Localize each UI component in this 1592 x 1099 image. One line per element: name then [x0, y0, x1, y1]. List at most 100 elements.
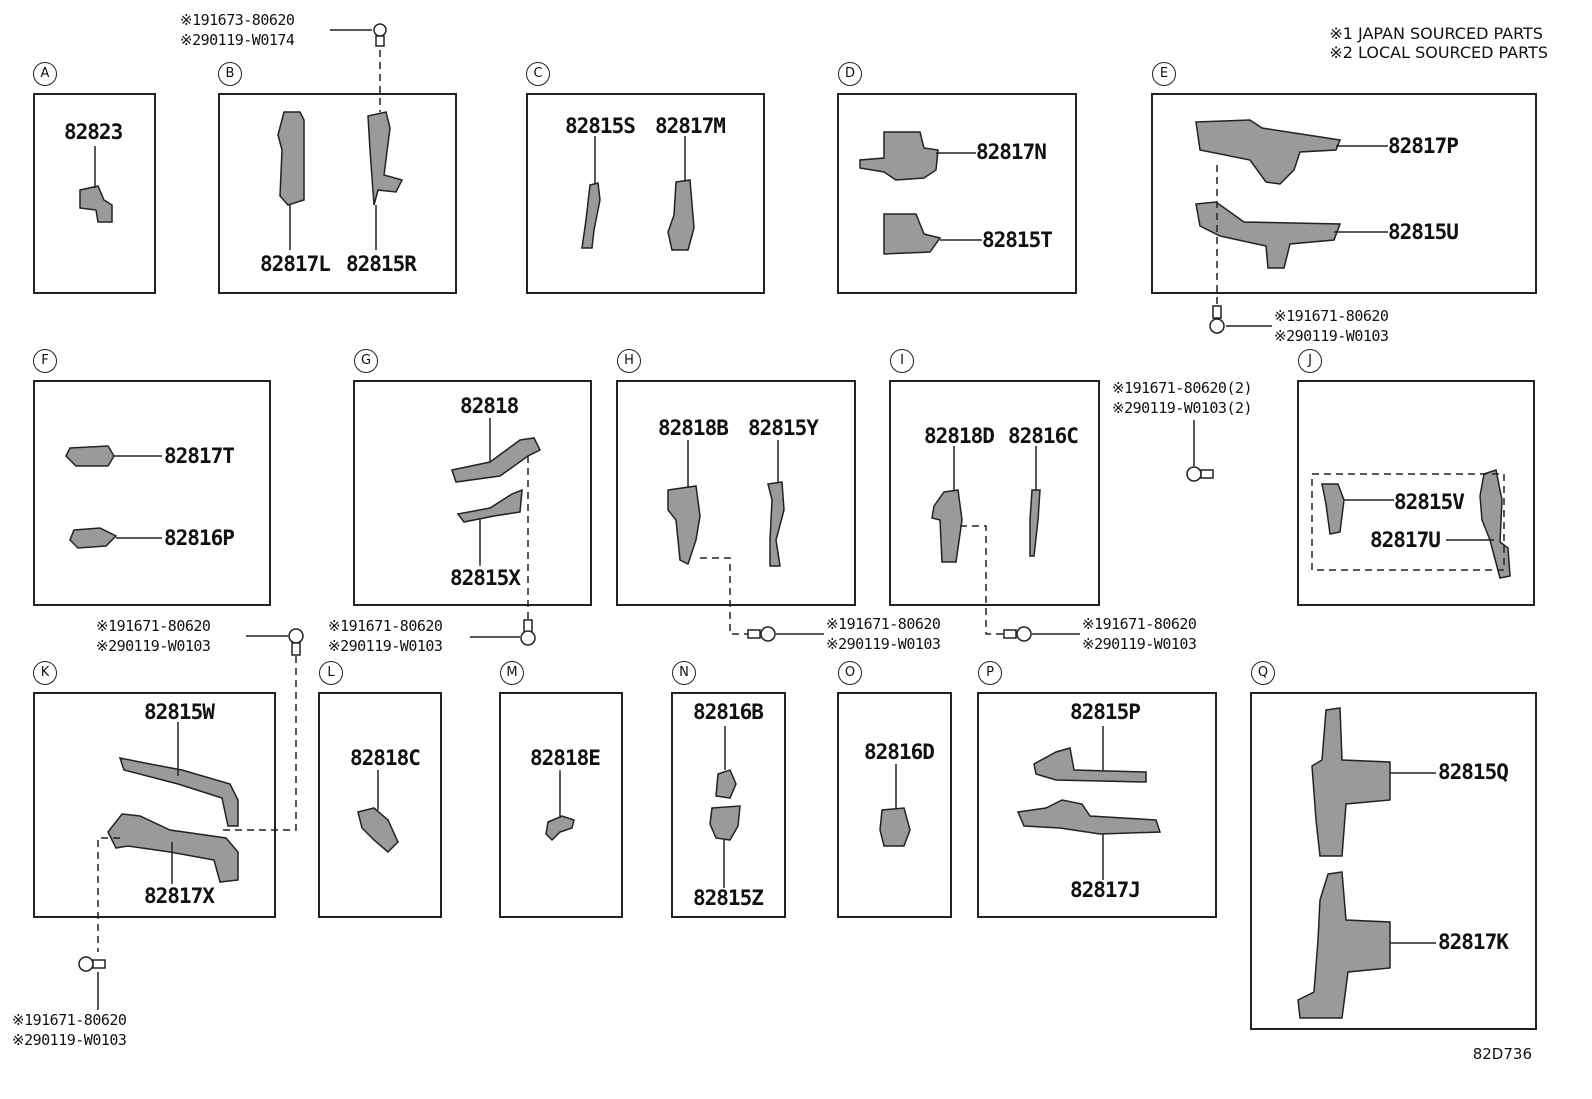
bolt-note-line: ※191671-80620: [1082, 615, 1197, 633]
part-number-82818b: 82818B: [658, 416, 729, 440]
section-badge-m: M: [500, 661, 524, 685]
bolt-note-line: ※290119-W0103: [328, 637, 443, 655]
bolt-i-bottom: [1003, 626, 1032, 642]
bolt-note-line: ※191671-80620: [826, 615, 941, 633]
part-number-82818: 82818: [460, 394, 519, 418]
part-number-82815y: 82815Y: [748, 416, 819, 440]
part-number-82817k: 82817K: [1438, 930, 1509, 954]
part-82815p-shape: [1033, 747, 1147, 783]
part-number-82823: 82823: [64, 120, 123, 144]
section-box-g: [353, 380, 592, 606]
section-box-n: [671, 692, 786, 918]
part-82818-shape: [451, 437, 542, 483]
section-badge-p: P: [978, 661, 1002, 685]
part-82817p-shape: [1195, 119, 1342, 185]
part-82817m-shape: [667, 179, 695, 251]
bolt-note-line: ※191671-80620: [12, 1011, 127, 1029]
diagram-code: 82D736: [1472, 1045, 1532, 1063]
part-number-82815r: 82815R: [346, 252, 417, 276]
section-badge-b: B: [218, 62, 242, 86]
part-number-82816c: 82816C: [1008, 424, 1079, 448]
part-number-82817l: 82817L: [260, 252, 331, 276]
bolt-note-line: ※290119-W0174: [180, 31, 295, 49]
section-badge-c: C: [526, 62, 550, 86]
part-82816d-shape: [879, 807, 911, 847]
part-82815v-shape: [1321, 483, 1345, 535]
part-number-82815x: 82815X: [450, 566, 521, 590]
part-number-82815p: 82815P: [1070, 700, 1141, 724]
bolt-k-bottom: [78, 956, 106, 972]
part-82816p-shape: [69, 527, 118, 549]
bolt-note-k-bottom: ※191671-80620 ※290119-W0103: [12, 1010, 127, 1050]
section-badge-g: G: [354, 349, 378, 373]
part-number-82817n: 82817N: [976, 140, 1047, 164]
section-box-b: [218, 93, 457, 294]
section-box-h: [616, 380, 856, 606]
bolt-note-line: ※191671-80620: [328, 617, 443, 635]
part-number-82816p: 82816P: [164, 526, 235, 550]
bolt-note-line: ※290119-W0103: [12, 1031, 127, 1049]
part-82817l-shape: [277, 111, 305, 206]
section-box-i: [889, 380, 1100, 606]
section-box-l: [318, 692, 442, 918]
part-number-82815u: 82815U: [1388, 220, 1459, 244]
bolt-note-line: ※290119-W0103(2): [1112, 399, 1253, 417]
section-badge-d: D: [838, 62, 862, 86]
part-number-82818e: 82818E: [530, 746, 601, 770]
part-number-82815z: 82815Z: [693, 886, 764, 910]
bolt-b-top: [373, 23, 387, 47]
bolt-note-line: ※290119-W0103: [96, 637, 211, 655]
part-82817u-shape: [1479, 469, 1511, 579]
part-number-82817m: 82817M: [655, 114, 726, 138]
section-badge-f: F: [33, 349, 57, 373]
legend-local-sourced: ※2 LOCAL SOURCED PARTS: [1329, 43, 1548, 62]
section-badge-h: H: [617, 349, 641, 373]
part-number-82817j: 82817J: [1070, 878, 1141, 902]
part-82818c-shape: [357, 807, 399, 854]
part-82815t-shape: [883, 213, 942, 255]
section-box-q: [1250, 692, 1537, 1030]
part-number-82817p: 82817P: [1388, 134, 1459, 158]
part-82818b-shape: [667, 485, 701, 566]
part-number-82817u: 82817U: [1370, 528, 1441, 552]
section-box-d: [837, 93, 1077, 294]
part-number-82816d: 82816D: [864, 740, 935, 764]
section-badge-a: A: [33, 62, 57, 86]
section-badge-o: O: [838, 661, 862, 685]
part-82816b-shape: [715, 769, 737, 799]
part-82815q-shape: [1311, 707, 1391, 857]
part-82815y-shape: [767, 481, 785, 567]
part-number-82815q: 82815Q: [1438, 760, 1509, 784]
bolt-f-right: [288, 628, 304, 656]
part-82817k-shape: [1297, 871, 1391, 1019]
section-box-f: [33, 380, 271, 606]
section-box-e: [1151, 93, 1537, 294]
part-number-82815t: 82815T: [982, 228, 1053, 252]
bolt-h-bottom: [747, 626, 776, 642]
part-number-82815v: 82815V: [1394, 490, 1465, 514]
bolt-j-left: [1186, 466, 1214, 482]
part-82815w-shape: [118, 757, 239, 827]
section-box-p: [977, 692, 1217, 918]
part-82815r-shape: [367, 111, 404, 206]
bolt-note-j-left: ※191671-80620(2) ※290119-W0103(2): [1112, 378, 1253, 418]
bolt-note-line: ※191671-80620: [1274, 307, 1389, 325]
bolt-g-bottom: [520, 619, 536, 646]
bolt-note-i-bottom: ※191671-80620 ※290119-W0103: [1082, 614, 1197, 654]
part-82817t-shape: [65, 445, 115, 467]
part-82823-shape: [79, 185, 113, 223]
part-number-82817t: 82817T: [164, 444, 235, 468]
bolt-note-line: ※290119-W0103: [1274, 327, 1389, 345]
bolt-note-line: ※191671-80620(2): [1112, 379, 1253, 397]
part-number-82817x: 82817X: [144, 884, 215, 908]
bolt-note-b-top: ※191673-80620 ※290119-W0174: [180, 10, 295, 50]
part-number-82815s: 82815S: [565, 114, 636, 138]
part-82818e-shape: [545, 815, 575, 842]
section-badge-j: J: [1298, 349, 1322, 373]
section-box-m: [499, 692, 623, 918]
bolt-note-e-bottom: ※191671-80620 ※290119-W0103: [1274, 306, 1389, 346]
bolt-note-g-bottom: ※191671-80620 ※290119-W0103: [328, 616, 443, 656]
part-82817x-shape: [107, 813, 239, 883]
part-82817n-shape: [859, 131, 939, 181]
